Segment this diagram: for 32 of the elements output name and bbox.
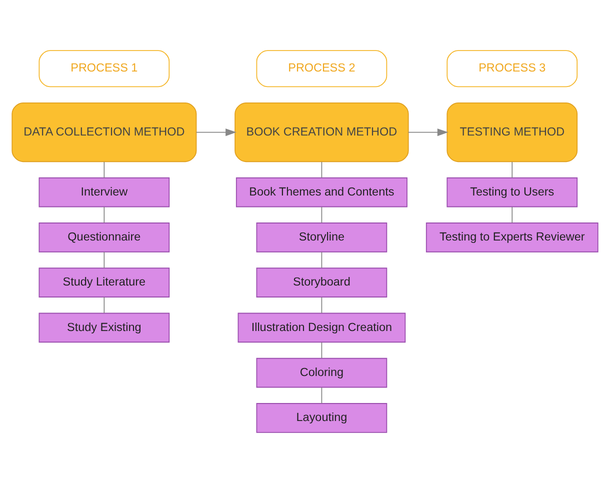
node-box: Storyboard (256, 268, 388, 298)
connector (512, 162, 513, 178)
node-box: PROCESS 1 (38, 50, 170, 88)
connector (321, 386, 322, 404)
node-box: Illustration Design Creation (238, 312, 406, 343)
node-box: Coloring (256, 358, 388, 388)
node-box: Study Literature (38, 268, 170, 298)
connector (104, 162, 105, 178)
arrow (196, 128, 236, 136)
node-box: DATA COLLECTION METHOD (12, 102, 197, 162)
arrow (408, 128, 448, 136)
connector (104, 252, 105, 268)
connector (321, 296, 322, 314)
node-box: Study Existing (38, 312, 170, 343)
node-box: PROCESS 3 (446, 50, 578, 88)
connector (104, 206, 105, 224)
node-box: Testing to Users (446, 177, 578, 208)
connector (321, 252, 322, 268)
node-box: Questionnaire (38, 222, 170, 252)
connector (104, 296, 105, 314)
node-box: Interview (38, 177, 170, 208)
node-box: TESTING METHOD (446, 102, 578, 162)
connector (512, 206, 513, 224)
node-box: PROCESS 2 (256, 50, 388, 88)
connector (321, 162, 322, 178)
connector (321, 342, 322, 359)
node-box: BOOK CREATION METHOD (234, 102, 409, 162)
node-box: Layouting (256, 403, 388, 433)
connector (321, 206, 322, 224)
node-box: Book Themes and Contents (236, 177, 408, 208)
node-box: Storyline (256, 222, 388, 252)
node-box: Testing to Experts Reviewer (426, 222, 598, 252)
